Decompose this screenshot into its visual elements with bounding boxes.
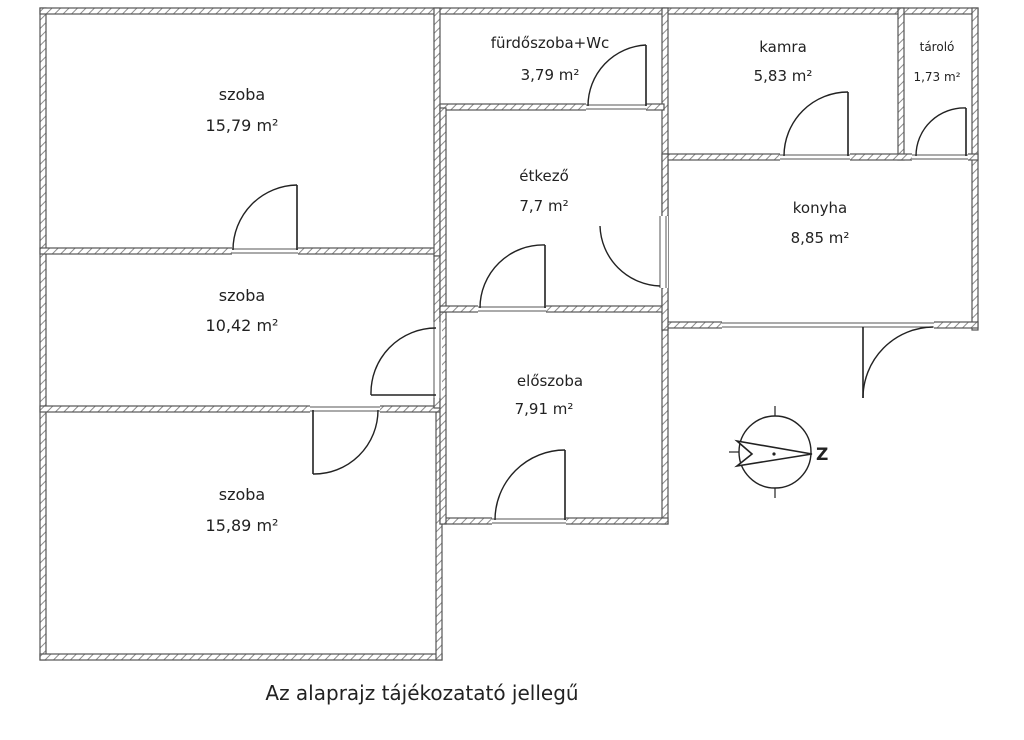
room-szoba-2: szoba 10,42 m² (206, 286, 279, 335)
door-gap (492, 517, 566, 525)
door-gap (232, 247, 298, 255)
door-gap (780, 153, 850, 161)
room-tarolo: tároló 1,73 m² (913, 40, 960, 84)
door (479, 244, 546, 309)
room-name: kamra (759, 38, 807, 56)
door-swing-arc (232, 184, 298, 251)
room-name: szoba (219, 85, 265, 104)
room-furdoszoba: fürdőszoba+Wc 3,79 m² (491, 34, 610, 84)
door-swing-arc (783, 91, 849, 157)
door-swing-arc (915, 107, 967, 157)
plan-caption: Az alaprajz tájékozatató jellegű (265, 681, 578, 705)
door-gap (432, 322, 442, 398)
room-area: 5,83 m² (754, 67, 813, 85)
door (599, 225, 661, 287)
door-swing-arc (587, 44, 647, 107)
door (862, 326, 934, 399)
wall-segment (39, 7, 47, 661)
room-area: 1,73 m² (913, 70, 960, 84)
door (494, 449, 566, 521)
wall-segment (439, 305, 665, 313)
room-name: tároló (920, 40, 955, 54)
room-szoba-1: szoba 15,79 m² (206, 85, 279, 135)
room-area: 15,89 m² (206, 516, 279, 535)
room-area: 7,91 m² (515, 400, 574, 418)
room-area: 10,42 m² (206, 316, 279, 335)
door-gap (658, 216, 668, 288)
door-gap (586, 103, 646, 111)
door (915, 107, 967, 157)
door-gap (722, 321, 934, 329)
wall-segment (897, 7, 905, 161)
door-swing-arc (494, 449, 566, 521)
room-area: 8,85 m² (791, 229, 850, 247)
doors (232, 44, 967, 521)
compass-label: Z (816, 445, 828, 465)
door-swing-arc (862, 326, 934, 399)
walls (39, 7, 979, 661)
door (312, 409, 379, 475)
wall-segment (433, 7, 441, 257)
room-name: fürdőszoba+Wc (491, 34, 610, 52)
room-konyha: konyha 8,85 m² (791, 199, 850, 247)
door-gap (478, 305, 546, 313)
room-area: 7,7 m² (519, 197, 568, 215)
room-name: étkező (519, 167, 569, 185)
room-area: 15,79 m² (206, 116, 279, 135)
door-swing-arc (599, 225, 661, 287)
door-swing-arc (312, 409, 379, 475)
door-openings (232, 103, 968, 525)
door (783, 91, 849, 157)
wall-segment (663, 7, 979, 15)
door (370, 327, 437, 396)
door (587, 44, 647, 107)
room-szoba-3: szoba 15,89 m² (206, 485, 279, 535)
wall-segment (39, 653, 443, 661)
wall-segment (971, 7, 979, 331)
room-name: szoba (219, 485, 265, 504)
door-gap (310, 405, 380, 413)
compass: Z (729, 406, 828, 498)
room-kamra: kamra 5,83 m² (754, 38, 813, 85)
room-area: 3,79 m² (521, 66, 580, 84)
room-etkezo: étkező 7,7 m² (519, 167, 569, 215)
wall-segment (439, 107, 447, 313)
room-name: előszoba (517, 372, 583, 390)
door-swing-arc (370, 327, 437, 396)
room-name: szoba (219, 286, 265, 305)
room-name: konyha (793, 199, 847, 217)
wall-segment (439, 103, 665, 111)
door-gap (912, 153, 968, 161)
room-labels: szoba 15,79 m² szoba 10,42 m² szoba 15,8… (206, 34, 961, 535)
wall-segment (39, 7, 665, 15)
room-eloszoba: előszoba 7,91 m² (515, 372, 583, 418)
door (232, 184, 298, 251)
door-swing-arc (479, 244, 546, 309)
